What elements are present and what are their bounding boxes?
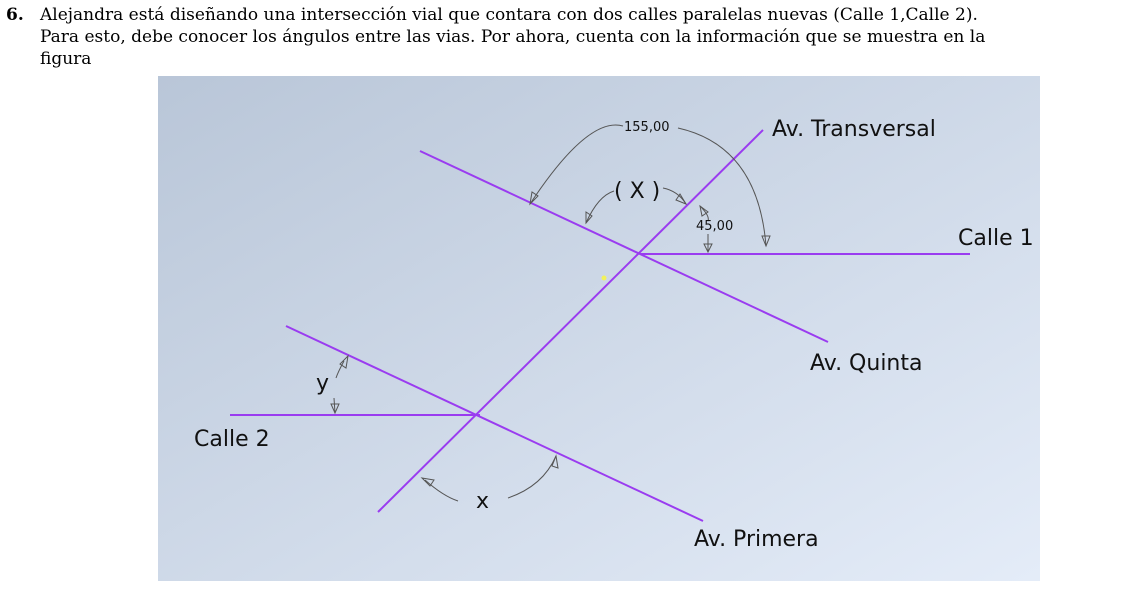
label-av-primera: Av. Primera xyxy=(694,527,819,552)
arrow-y-top xyxy=(339,354,349,369)
figure-background xyxy=(158,76,1040,581)
label-calle-2: Calle 2 xyxy=(194,427,270,452)
arrow-45-bottom xyxy=(703,243,713,254)
label-angle-x-bottom: x xyxy=(476,489,489,514)
label-av-transversal: Av. Transversal xyxy=(772,117,936,142)
arrow-x-top-left xyxy=(585,211,593,225)
road-av-quinta xyxy=(419,150,829,343)
label-angle-y: y xyxy=(316,371,329,396)
dimension-arrows xyxy=(330,191,771,487)
arrow-y-bottom xyxy=(330,403,340,415)
label-angle-155: 155,00 xyxy=(624,120,670,135)
arrow-x-bottom-left xyxy=(420,477,435,487)
intersection-figure: Av. Transversal Calle 1 Av. Quinta Calle… xyxy=(158,76,1040,581)
label-angle-x-top: ( X ) xyxy=(614,179,660,204)
arrow-x-bottom-right xyxy=(551,454,559,469)
arc-x-bottom-left xyxy=(424,479,459,502)
label-calle-1: Calle 1 xyxy=(958,226,1034,251)
arc-y-top xyxy=(335,360,345,379)
label-av-quinta: Av. Quinta xyxy=(810,351,922,376)
road-av-primera xyxy=(285,325,704,522)
problem-number: 6. xyxy=(6,5,24,25)
yellow-dot xyxy=(601,275,607,281)
arc-155-right xyxy=(677,127,767,247)
arrow-x-top-right xyxy=(675,193,688,206)
road-av-transversal xyxy=(377,129,764,513)
problem-text: Alejandra está diseñando una intersecció… xyxy=(40,5,986,69)
arc-y-bottom xyxy=(333,397,336,414)
arc-155-left xyxy=(529,124,624,205)
arrow-155-right xyxy=(761,235,771,248)
intersection-diagram: Av. Transversal Calle 1 Av. Quinta Calle… xyxy=(158,76,1040,581)
arc-x-top-left xyxy=(585,190,615,224)
arrow-155-left xyxy=(529,191,539,206)
roads xyxy=(230,129,970,522)
arrow-45-top xyxy=(699,204,709,217)
label-angle-45: 45,00 xyxy=(696,219,733,234)
